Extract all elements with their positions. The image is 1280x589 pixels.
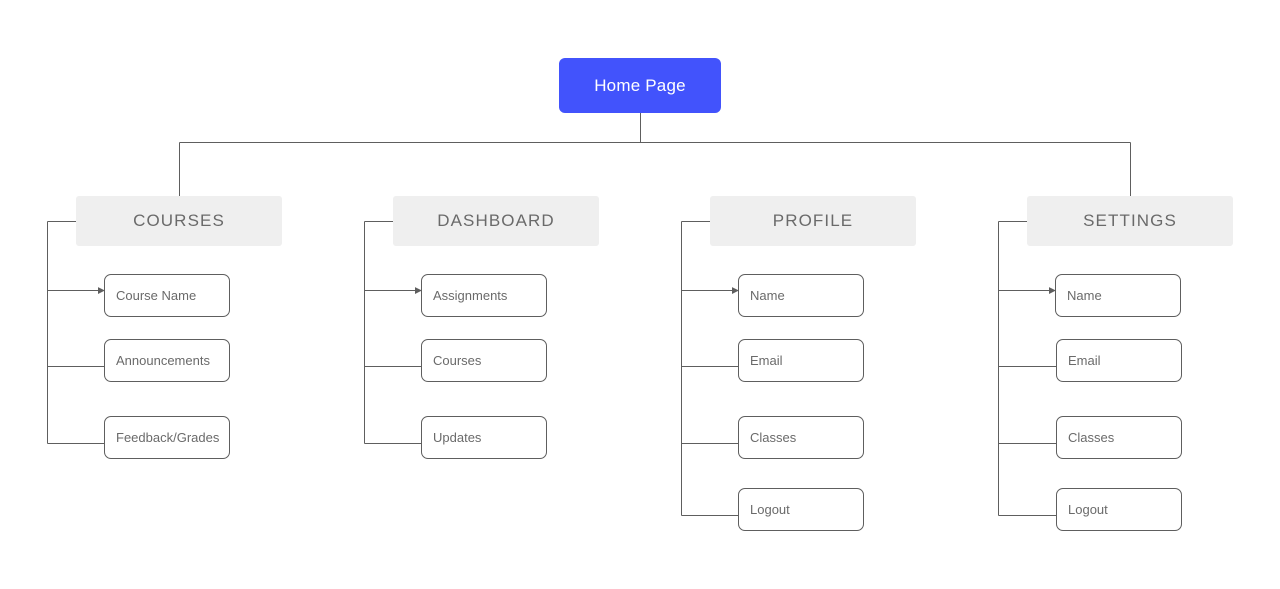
profile-item-email: Email <box>738 339 864 382</box>
leaf-label: Assignments <box>433 288 508 303</box>
settings-item-email: Email <box>1056 339 1182 382</box>
leaf-label: Logout <box>1068 502 1108 517</box>
leaf-label: Email <box>750 353 783 368</box>
profile-item-logout: Logout <box>738 488 864 531</box>
leaf-label: Classes <box>1068 430 1115 445</box>
profile-section-label: PROFILE <box>772 211 854 230</box>
settings-item-name: Name <box>1055 274 1181 317</box>
leaf-label: Course Name <box>116 288 197 303</box>
leaf-label: Email <box>1068 353 1101 368</box>
leaf-label: Feedback/Grades <box>116 430 220 445</box>
dashboard-section-label: DASHBOARD <box>437 211 555 230</box>
leaf-label: Logout <box>750 502 790 517</box>
dashboard-item-courses: Courses <box>421 339 547 382</box>
leaf-label: Classes <box>750 430 797 445</box>
leaf-label: Courses <box>433 353 482 368</box>
profile-section-node: PROFILE <box>710 196 916 246</box>
courses-item-feedback-grades: Feedback/Grades <box>104 416 230 459</box>
settings-section-node: SETTINGS <box>1027 196 1233 246</box>
home-page-node: Home Page <box>559 58 721 113</box>
courses-item-announcements: Announcements <box>104 339 230 382</box>
dashboard-section-node: DASHBOARD <box>393 196 599 246</box>
courses-section-label: COURSES <box>133 211 225 230</box>
leaf-label: Name <box>1067 288 1102 303</box>
settings-item-logout: Logout <box>1056 488 1182 531</box>
leaf-label: Updates <box>433 430 482 445</box>
home-page-label: Home Page <box>594 75 686 95</box>
dashboard-item-updates: Updates <box>421 416 547 459</box>
leaf-label: Name <box>750 288 785 303</box>
courses-section-node: COURSES <box>76 196 282 246</box>
courses-item-course-name: Course Name <box>104 274 230 317</box>
profile-item-name: Name <box>738 274 864 317</box>
dashboard-item-assignments: Assignments <box>421 274 547 317</box>
leaf-label: Announcements <box>116 353 210 368</box>
settings-section-label: SETTINGS <box>1083 211 1177 230</box>
profile-item-classes: Classes <box>738 416 864 459</box>
settings-item-classes: Classes <box>1056 416 1182 459</box>
